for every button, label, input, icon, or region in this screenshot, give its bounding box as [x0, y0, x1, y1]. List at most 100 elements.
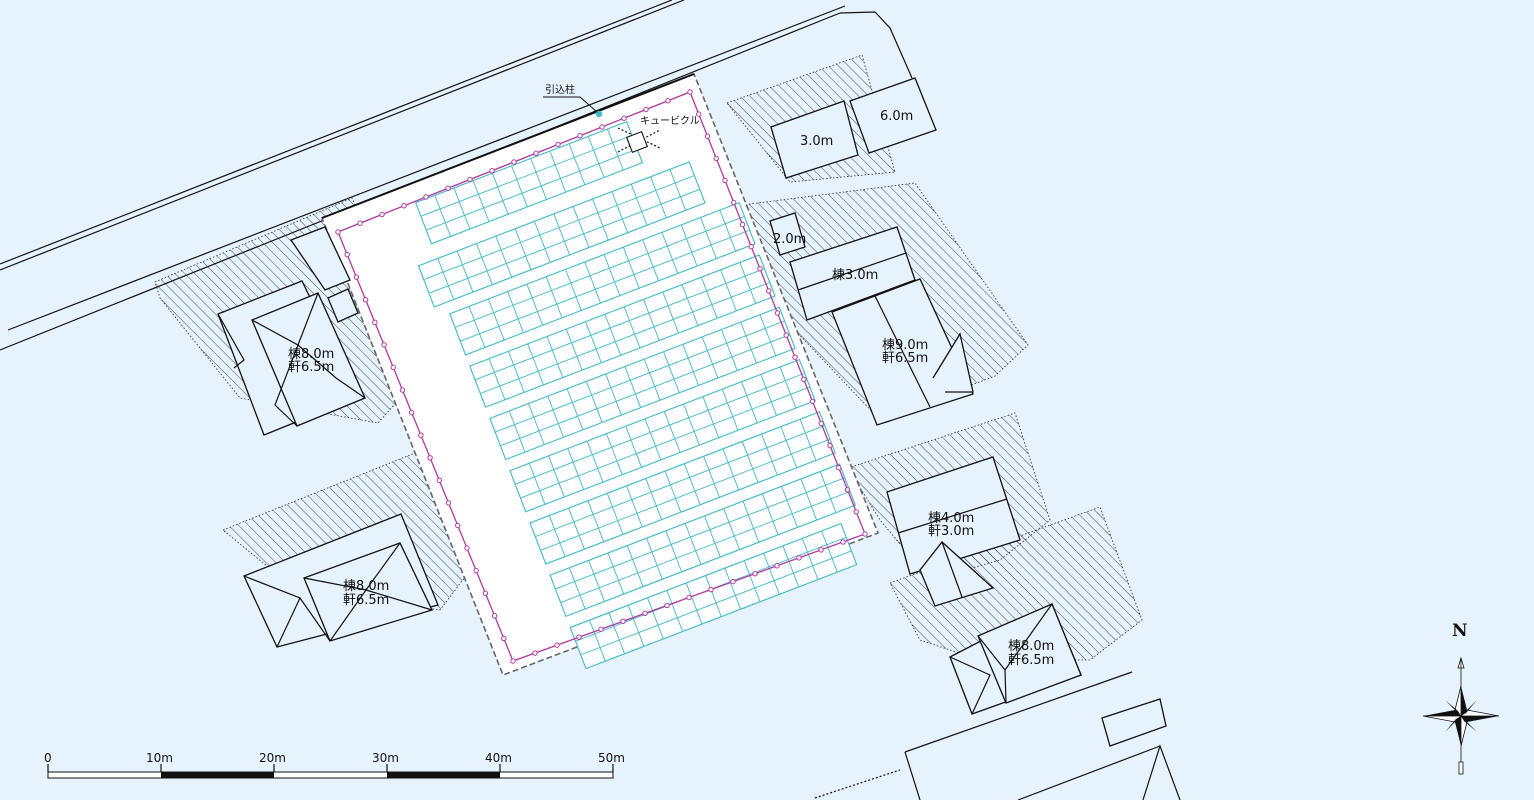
building-nw: 棟8.0m 軒6.5m	[217, 226, 366, 436]
pv-row	[569, 522, 858, 670]
fence-post	[482, 590, 489, 596]
sw-eave: 軒6.5m	[343, 593, 389, 608]
fence-post	[379, 211, 385, 218]
fence-post	[620, 618, 626, 625]
se-ridge: 棟4.0m	[928, 511, 974, 526]
fence-post	[713, 155, 719, 162]
fence-post	[555, 141, 561, 148]
fence	[335, 89, 868, 664]
fence-post	[381, 342, 387, 348]
fence-post	[473, 567, 479, 574]
fence-post	[722, 177, 728, 184]
building-e-house: 棟9.0m 軒6.5m	[831, 278, 974, 426]
cubicle: キュービクル	[617, 115, 700, 154]
road-edge-thick	[321, 73, 695, 219]
fence-post	[792, 354, 798, 360]
fence-post	[643, 106, 649, 113]
sw-ridge: 棟8.0m	[343, 579, 389, 594]
se-eave: 軒3.0m	[928, 524, 974, 539]
building-e: 棟3.0m	[789, 226, 916, 321]
building-se: 棟4.0m 軒3.0m	[886, 456, 1021, 607]
fence-post	[335, 229, 341, 235]
pv-row	[529, 411, 836, 565]
fence-post	[491, 613, 498, 619]
se2-ridge: 棟8.0m	[1008, 639, 1054, 654]
fence-post	[436, 477, 443, 484]
fence-post	[818, 547, 824, 553]
fence-post	[357, 220, 363, 226]
ne-shed-tiny-label: 2.0m	[773, 232, 806, 247]
fence-post	[664, 602, 670, 609]
nw-ridge: 棟8.0m	[288, 347, 334, 362]
pv-row	[449, 202, 756, 356]
fence-post	[401, 203, 407, 209]
fence-post	[774, 310, 781, 316]
compass-north-label: N	[1452, 621, 1468, 641]
fence-post	[489, 168, 495, 174]
fence-post	[427, 455, 433, 461]
scale-tick-10: 10m	[146, 751, 173, 765]
fence-post	[853, 509, 859, 515]
pole-marker	[595, 110, 603, 118]
fence-post	[533, 150, 539, 156]
building-sw: 棟8.0m 軒6.5m	[243, 513, 439, 648]
fence-post	[532, 650, 538, 656]
pv-row	[489, 306, 796, 461]
fence-post	[390, 364, 396, 371]
e-building-ridge: 棟3.0m	[832, 268, 878, 283]
fence-post	[510, 658, 516, 664]
fence-post	[344, 251, 350, 258]
pv-row	[417, 161, 706, 308]
cubicle-label: キュービクル	[640, 115, 700, 127]
se2-eave: 軒6.5m	[1008, 653, 1054, 668]
fence-post	[708, 586, 714, 593]
building-se-2: 棟8.0m 軒6.5m	[949, 603, 1082, 715]
fence-post	[840, 539, 846, 545]
building-ne-sheds: 3.0m 6.0m 2.0m	[769, 77, 937, 256]
scale-tick-0: 0	[44, 751, 52, 765]
fence-post	[704, 133, 711, 139]
fence-post	[598, 626, 604, 632]
fence-post	[774, 563, 780, 569]
fence-post	[467, 176, 473, 183]
scale-tick-40: 40m	[485, 751, 512, 765]
fence-post	[686, 594, 692, 601]
fence-post	[576, 634, 582, 640]
fence-post	[844, 487, 851, 493]
fence-post	[836, 465, 842, 471]
scale-tick-30: 30m	[372, 751, 399, 765]
pv-row	[549, 463, 856, 618]
fence-post	[455, 522, 461, 529]
fence-post	[766, 288, 772, 294]
fence-post	[577, 133, 583, 139]
fence-post	[862, 531, 868, 537]
fence-post	[445, 500, 452, 506]
nw-eave: 軒6.5m	[288, 360, 334, 375]
lead-in-pole: 引込柱	[543, 83, 603, 118]
fence-post	[511, 159, 517, 165]
fence-post	[696, 111, 702, 117]
fence-post	[599, 124, 605, 130]
fence-post	[621, 115, 627, 121]
fence-post	[418, 432, 424, 438]
ne-shed-small-label: 3.0m	[800, 134, 833, 149]
pv-array	[414, 120, 858, 670]
fence-post	[796, 555, 802, 561]
fence-post	[739, 221, 746, 228]
fence-post	[801, 376, 807, 382]
fence-post	[809, 398, 816, 405]
fence-post	[362, 297, 369, 303]
bottom-structures	[814, 671, 1181, 800]
pole-label: 引込柱	[545, 83, 575, 96]
fence-post	[757, 266, 763, 272]
fence-post	[353, 274, 360, 280]
scale-tick-50: 50m	[598, 751, 625, 765]
fence-post	[783, 332, 789, 338]
pv-row	[414, 120, 644, 245]
ne-shed-large-label: 6.0m	[880, 109, 913, 124]
compass-icon: N	[1422, 621, 1500, 775]
fence-post	[748, 244, 754, 250]
fence-post	[827, 442, 833, 449]
fence-post	[423, 194, 429, 200]
